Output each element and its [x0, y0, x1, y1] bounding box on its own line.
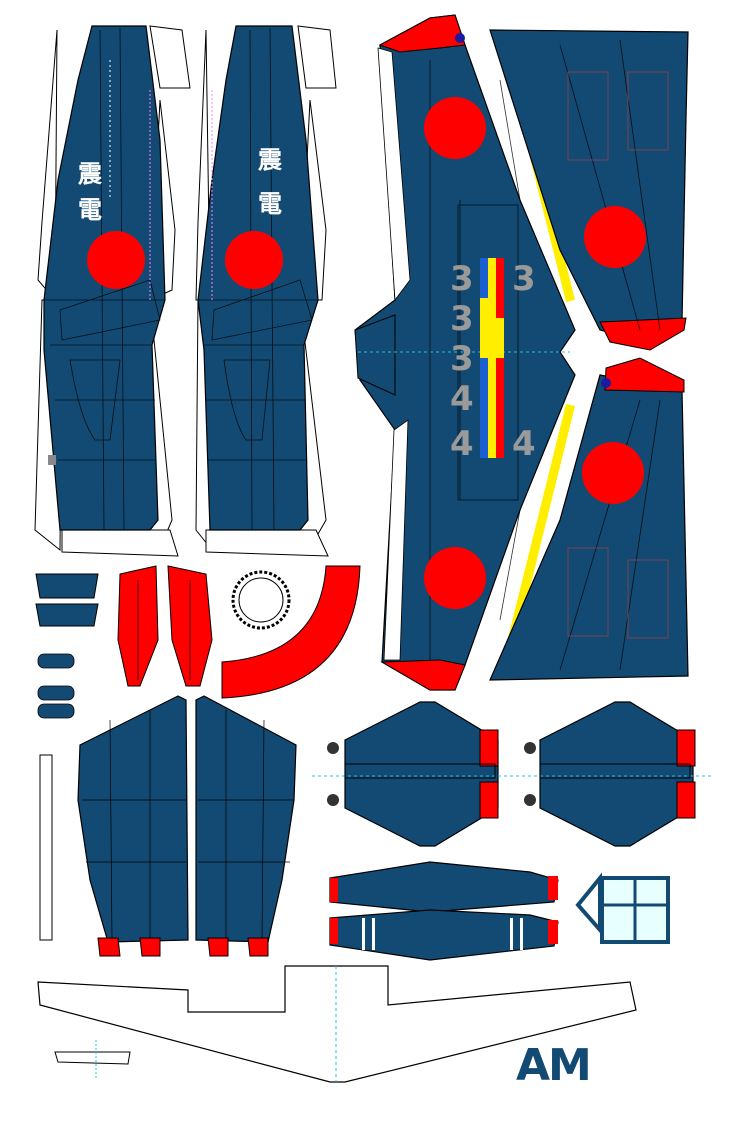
hinomaru-roundel — [424, 547, 486, 609]
hinomaru-roundel — [225, 231, 283, 289]
wheel-icon — [327, 794, 339, 806]
canard-left — [312, 701, 510, 847]
canard-right — [510, 701, 714, 847]
fuselage-right-half: 震 電 — [195, 25, 337, 557]
fuselage-left-half: 震 電 — [34, 25, 191, 557]
red-exhaust-band — [221, 565, 361, 699]
fuselage-kanji-2: 電 — [258, 189, 282, 218]
tail-marking: 3 3 3 4 4 3 4 — [450, 258, 536, 464]
canopy-part — [575, 872, 670, 944]
glue-tab — [149, 25, 191, 89]
tail-code-char: 3 — [512, 259, 536, 299]
red-wingtip — [604, 357, 685, 393]
fuselage-kanji-1: 震 — [78, 159, 103, 188]
glue-tab — [297, 25, 337, 89]
tail-code-char: 3 — [450, 339, 474, 379]
fuselage-kanji-1: 震 — [258, 145, 283, 174]
hinomaru-roundel — [584, 206, 646, 268]
svg-text:AM: AM — [516, 1040, 590, 1091]
outer-wing-bottom — [489, 357, 689, 681]
glue-tab — [61, 529, 179, 557]
drop-tank-panels — [329, 861, 559, 961]
red-wingtip — [599, 317, 687, 351]
wing-spar-template — [37, 965, 637, 1083]
wheel-icon — [327, 742, 339, 754]
glue-tab — [205, 529, 329, 557]
am-logo: AM — [516, 1040, 592, 1091]
hinomaru-roundel — [582, 442, 644, 504]
tail-code-char: 4 — [512, 424, 536, 464]
lower-fuselage-left — [39, 695, 189, 957]
red-control-surfaces — [117, 565, 213, 687]
red-wingtip — [380, 659, 466, 691]
wheel-icon — [524, 794, 536, 806]
tail-code-char: 3 — [450, 259, 474, 299]
hinomaru-roundel — [87, 231, 145, 289]
tail-code-char: 4 — [450, 379, 474, 419]
small-parts — [35, 573, 99, 719]
cowling-ring-icon — [231, 570, 291, 630]
lower-fuselage-right — [195, 695, 297, 957]
tail-code-char: 3 — [450, 299, 474, 339]
hinomaru-roundel — [424, 97, 486, 159]
fuselage-kanji-2: 電 — [78, 195, 102, 224]
tail-code-char: 4 — [450, 424, 474, 464]
red-wingtip — [378, 14, 466, 53]
wheel-icon — [524, 742, 536, 754]
outer-wing-top — [489, 29, 689, 351]
center-wing-panel: 3 3 3 4 4 3 4 — [354, 14, 576, 691]
